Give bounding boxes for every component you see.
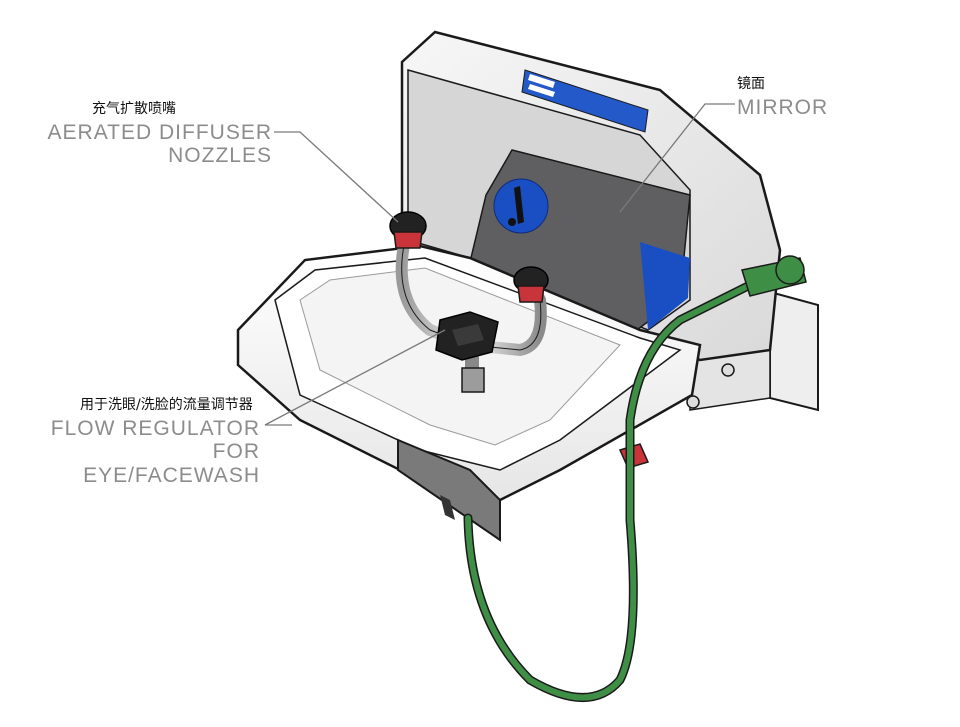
callout-nozzles: 充气扩散喷嘴 AERATED DIFFUSER NOZZLES — [40, 101, 272, 168]
leader-lines — [264, 103, 735, 426]
callout-regulator-en-1: FLOW REGULATOR — [50, 417, 260, 441]
drain-box — [397, 438, 501, 542]
leader-regulator — [264, 329, 446, 426]
nozzle-left — [389, 211, 427, 249]
nozzle-right — [513, 266, 549, 303]
flow-regulator — [435, 311, 499, 361]
callout-nozzles-zh: 充气扩散喷嘴 — [92, 101, 176, 117]
callout-mirror-zh: 镜面 — [737, 76, 765, 92]
callout-regulator: 用于洗眼/洗脸的流量调节器 FLOW REGULATOR FOR EYE/FAC… — [40, 397, 260, 487]
hose — [463, 255, 807, 702]
callout-nozzles-en-2: NOZZLES — [168, 144, 272, 168]
callout-regulator-en-2: FOR EYE/FACEWASH — [83, 440, 260, 487]
leader-nozzles — [274, 131, 399, 223]
callout-mirror-en: MIRROR — [737, 96, 829, 120]
eyewash-sign-icon — [493, 178, 549, 234]
callout-nozzles-en-1: AERATED DIFFUSER — [47, 121, 272, 145]
callout-regulator-zh: 用于洗眼/洗脸的流量调节器 — [80, 397, 253, 413]
callout-mirror: 镜面 MIRROR — [737, 76, 857, 120]
leader-mirror — [619, 103, 735, 213]
